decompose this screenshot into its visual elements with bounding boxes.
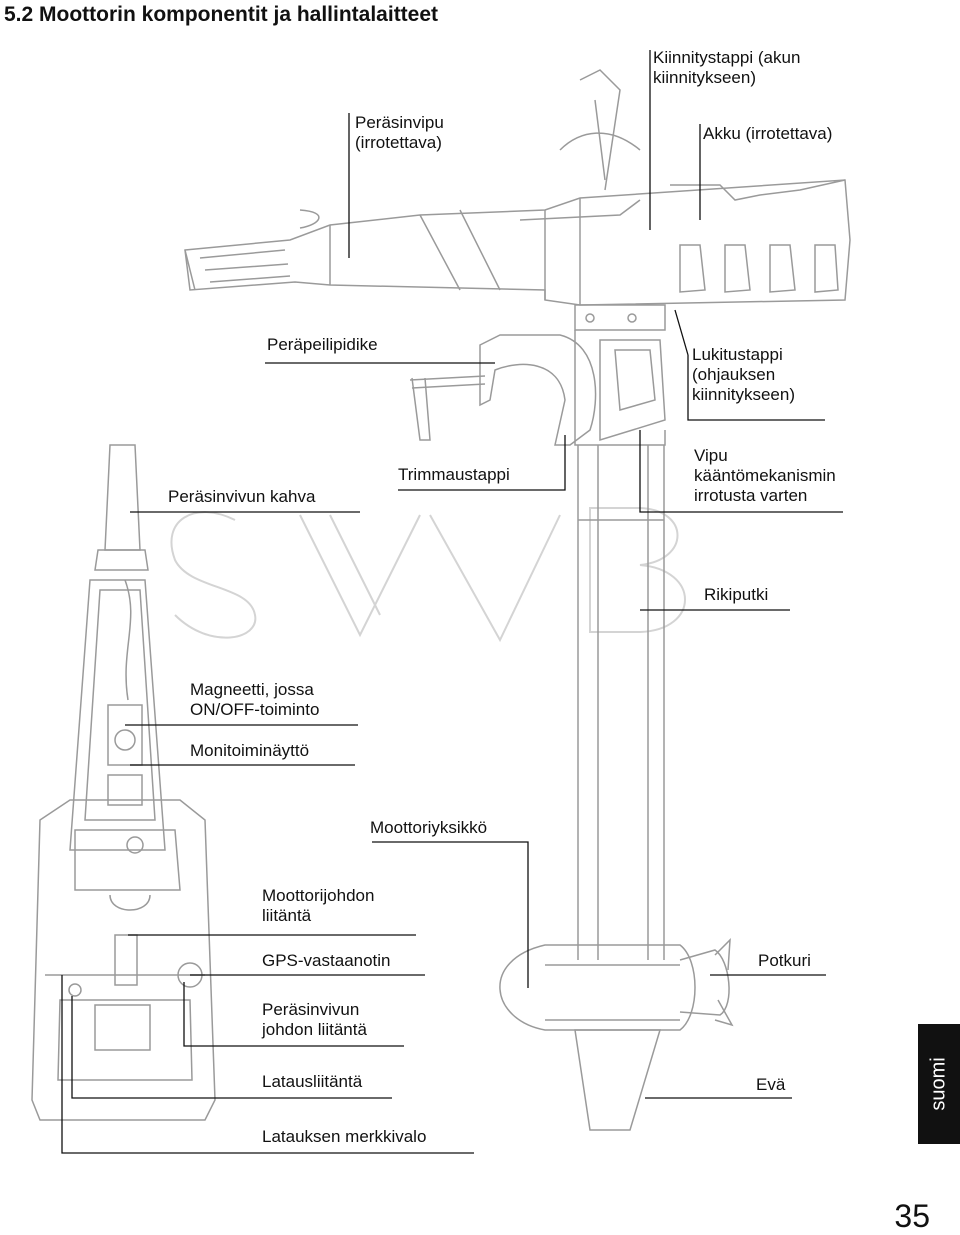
callout-peräpeilipidike: Peräpeilipidike bbox=[267, 335, 378, 354]
callout-gps: GPS-vastaanotin bbox=[262, 951, 391, 970]
callout-akku: Akku (irrotettava) bbox=[703, 124, 833, 143]
head-module-top-view bbox=[31, 799, 216, 1121]
page-number: 35 bbox=[894, 1198, 930, 1234]
motor-shaft bbox=[577, 445, 665, 960]
callout-monitoiminäyttö: Monitoiminäyttö bbox=[190, 741, 310, 760]
leader-peräsinvivun-johdon-liitäntä bbox=[183, 982, 404, 1047]
callout-potkuri: Potkuri bbox=[758, 951, 811, 970]
callout-moottoriyksikkö: Moottoriyksikkö bbox=[370, 818, 488, 837]
callout-lukitustappi: Lukitustappi (ohjauksen kiinnitykseen) bbox=[692, 345, 795, 404]
leader-moottoriyksikkö bbox=[372, 841, 529, 988]
leader-trimmaustappi bbox=[398, 435, 566, 491]
callout-latausliitäntä: Latausliitäntä bbox=[262, 1072, 363, 1091]
callout-peräsinvivun-johdon-liitäntä: Peräsinvivun johdon liitäntä bbox=[262, 1000, 367, 1039]
language-tab: suomi bbox=[918, 1024, 960, 1144]
lower-unit bbox=[499, 938, 734, 1131]
callout-latauksen-merkkivalo: Latauksen merkkivalo bbox=[262, 1127, 427, 1146]
transom-clamp bbox=[409, 304, 666, 446]
page-title: 5.2 Moottorin komponentit ja hallintalai… bbox=[4, 3, 439, 26]
tiller-handle bbox=[69, 444, 166, 851]
leader-latauksen-merkkivalo bbox=[61, 975, 474, 1154]
motor-head bbox=[184, 69, 851, 306]
leader-latausliitäntä bbox=[71, 996, 392, 1099]
callout-rikiputki: Rikiputki bbox=[704, 585, 769, 604]
leader-lukitustappi bbox=[674, 309, 825, 421]
language-tab-label: suomi bbox=[927, 1057, 950, 1111]
callout-moottorijohdon-liitäntä: Moottorijohdon liitäntä bbox=[262, 886, 375, 925]
callout-vipu: Vipu kääntömekanismin irrotusta varten bbox=[694, 446, 836, 505]
callout-magneetti: Magneetti, jossa ON/OFF-toiminto bbox=[190, 680, 320, 719]
callout-evä: Evä bbox=[756, 1075, 786, 1094]
callout-peräsinvivun-kahva: Peräsinvivun kahva bbox=[168, 487, 316, 506]
leader-vipu bbox=[639, 430, 843, 513]
leader-lines bbox=[61, 50, 843, 1154]
callout-peräsinvipu: Peräsinvipu (irrotettava) bbox=[355, 113, 444, 152]
callout-kiinnitystappi: Kiinnitystappi (akun kiinnitykseen) bbox=[653, 48, 801, 87]
callout-trimmaustappi: Trimmaustappi bbox=[398, 465, 510, 484]
svb-watermark bbox=[170, 507, 686, 643]
